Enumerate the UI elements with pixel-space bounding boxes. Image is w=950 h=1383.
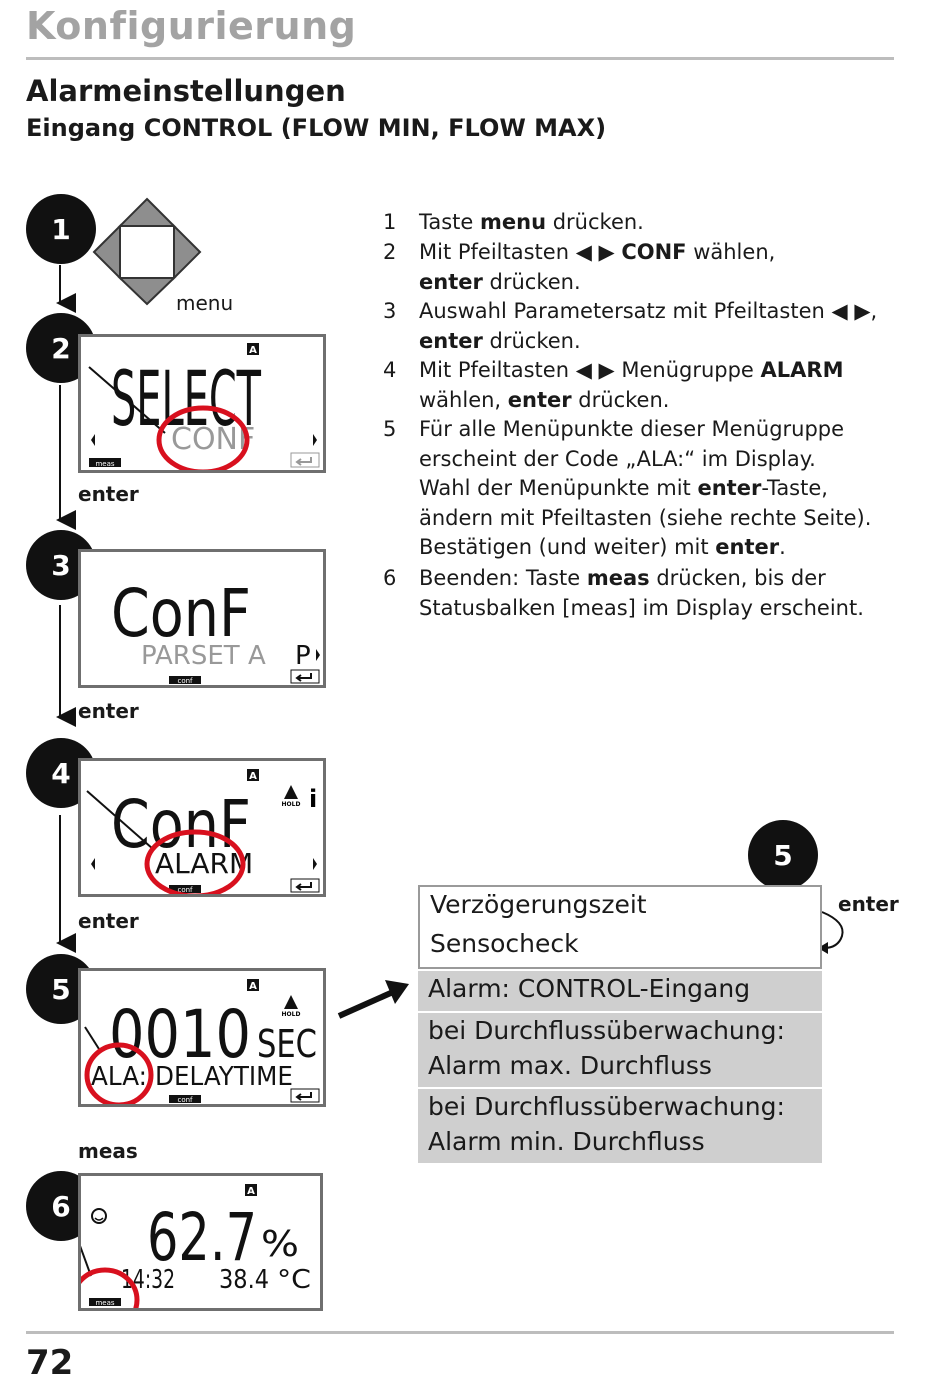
lcd-sub-text: PARSET A xyxy=(141,641,266,671)
lcd-side-text: P xyxy=(295,641,311,671)
display-conf-alarm: A HOLD i ConF ALARM conf xyxy=(78,758,326,897)
section-title: Alarmeinstellungen xyxy=(26,74,346,108)
arrow-keypad-icon xyxy=(92,197,202,306)
status-bar: conf xyxy=(177,1096,193,1104)
display-measurement: A 62.7 % 14:32 38.4 °C meas xyxy=(78,1173,323,1311)
down-arrow-key-icon xyxy=(117,277,177,306)
lcd-unit-text: % xyxy=(261,1224,299,1265)
left-indicator-icon xyxy=(91,434,95,446)
page-number: 72 xyxy=(26,1343,74,1383)
flow-arrows xyxy=(56,265,76,953)
step-line: ändern mit Pfeiltasten (siehe rechte Sei… xyxy=(419,505,872,530)
table-enter-label: enter xyxy=(838,892,899,916)
status-bar: meas xyxy=(95,1299,114,1307)
warning-icon xyxy=(284,785,298,799)
flag-a: A xyxy=(249,981,257,992)
info-icon: i xyxy=(309,785,317,813)
menu-row-sensocheck: Sensocheck xyxy=(418,926,822,969)
left-indicator-icon xyxy=(91,858,95,870)
menu-row-line: bei Durchflussüberwachung: xyxy=(428,1092,785,1121)
warning-icon xyxy=(284,995,298,1009)
flag-a: A xyxy=(249,771,257,782)
step-line: Taste menu drücken. xyxy=(419,210,644,234)
step-line: Beenden: Taste meas drücken, bis der xyxy=(419,566,826,590)
lcd-main-text: ConF xyxy=(111,575,251,652)
step-line: Wahl der Menüpunkte mit enter-Taste, xyxy=(419,476,828,500)
display-conf-parset: ConF PARSET A P conf xyxy=(78,549,326,688)
flag-a: A xyxy=(247,1186,255,1197)
lcd-main-text: ConF xyxy=(111,786,251,863)
right-indicator-icon xyxy=(313,434,317,446)
menu-row-line: bei Durchflussüberwachung: xyxy=(428,1016,785,1045)
menu-row-alarm-control: Alarm: CONTROL-Eingang xyxy=(418,971,822,1011)
highlight-ring xyxy=(144,829,246,894)
lcd-main-text: 62.7 xyxy=(147,1199,257,1276)
left-arrow-key-icon xyxy=(92,223,121,281)
enter-key-icon xyxy=(295,1092,312,1101)
menu-row-verzoegerungszeit: Verzögerungszeit xyxy=(418,885,822,928)
loop-arrow-icon xyxy=(818,911,844,954)
step-line: enter drücken. xyxy=(419,269,581,294)
step-line: erscheint der Code „ALA:“ im Display. xyxy=(419,446,816,471)
lcd-sub-text: ALARM xyxy=(155,847,253,880)
pointer-arrow xyxy=(337,980,409,1019)
step-line: enter drücken. xyxy=(419,328,581,353)
enter-key-icon xyxy=(295,882,312,891)
step-line: Auswahl Parametersatz mit Pfeiltasten ◀ … xyxy=(419,299,878,323)
status-bar: conf xyxy=(177,886,193,894)
right-indicator-icon xyxy=(313,858,317,870)
highlight-ring xyxy=(156,405,250,470)
enter-label: enter xyxy=(78,699,139,723)
table-step-marker-5: 5 xyxy=(748,820,818,890)
lcd-unit-text: SEC xyxy=(257,1022,317,1066)
step-line: wählen, enter drücken. xyxy=(419,387,670,412)
step-line: Statusbalken [meas] im Display erscheint… xyxy=(419,595,864,620)
menu-row-alarm-min: bei Durchflussüberwachung: Alarm min. Du… xyxy=(418,1089,822,1163)
up-arrow-key-icon xyxy=(117,197,177,227)
step-line: Mit Pfeiltasten ◀ ▶ CONF wählen, xyxy=(419,240,776,264)
lcd-main-text: 0010 xyxy=(109,996,251,1073)
lcd-temp-text: 38.4 xyxy=(219,1265,269,1295)
highlight-ring xyxy=(84,1042,154,1104)
meas-label: meas xyxy=(78,1139,138,1163)
right-arrow-key-icon xyxy=(173,223,202,281)
display-ala-delaytime: A HOLD 0010 SEC ALA: DELAYTIME conf xyxy=(78,968,326,1107)
menu-key-label: menu xyxy=(176,291,234,315)
section-subtitle: Eingang CONTROL (FLOW MIN, FLOW MAX) xyxy=(26,114,607,142)
hold-indicator: HOLD xyxy=(282,801,301,808)
lcd-temp-unit-text: °C xyxy=(277,1265,311,1295)
step-line: Mit Pfeiltasten ◀ ▶ Menügruppe ALARM xyxy=(419,358,844,382)
highlight-ring xyxy=(81,1267,140,1308)
lcd-main-text: SELECT xyxy=(111,354,261,443)
enter-label: enter xyxy=(78,909,139,933)
menu-row-alarm-max: bei Durchflussüberwachung: Alarm max. Du… xyxy=(418,1013,822,1087)
status-bar: conf xyxy=(177,677,193,685)
right-indicator-icon xyxy=(316,649,320,661)
enter-label: enter xyxy=(78,482,139,506)
status-bar: meas xyxy=(95,460,114,468)
sensoface-icon xyxy=(91,1208,107,1224)
chapter-title: Konfigurierung xyxy=(26,4,357,48)
header-divider xyxy=(26,57,894,60)
footer-divider xyxy=(26,1331,894,1334)
lcd-code-text: ALA: xyxy=(91,1062,147,1092)
flag-a: A xyxy=(249,345,257,356)
lcd-sub-text: DELAYTIME xyxy=(155,1062,293,1092)
hold-indicator: HOLD xyxy=(282,1011,301,1018)
step-line: Für alle Menüpunkte dieser Menügruppe xyxy=(419,417,845,441)
display-select-conf: A SELECT CONF meas xyxy=(78,334,326,473)
step-line: Bestätigen (und weiter) mit enter. xyxy=(419,535,786,559)
enter-key-icon xyxy=(295,673,312,682)
menu-row-line: Alarm min. Durchfluss xyxy=(428,1127,705,1156)
step-marker-1: 1 xyxy=(26,194,96,264)
enter-key-icon xyxy=(295,457,312,466)
menu-row-line: Alarm max. Durchfluss xyxy=(428,1051,712,1080)
